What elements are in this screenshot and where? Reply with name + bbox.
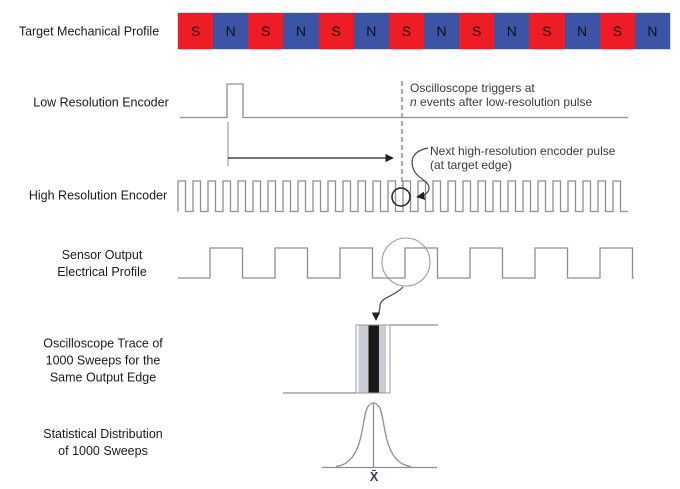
- target-profile-label: Target Mechanical Profile: [18, 24, 160, 39]
- trigger-annotation-line1: Oscilloscope triggers at: [410, 81, 535, 95]
- magnet-cell: N: [213, 13, 249, 49]
- high-res-label: High Resolution Encoder: [28, 188, 168, 203]
- magnet-cell: S: [318, 13, 354, 49]
- sensor-label-line2: Electrical Profile: [57, 265, 147, 279]
- magnet-cell: N: [564, 13, 600, 49]
- trigger-n-italic: n: [410, 95, 417, 109]
- magnet-strip: S N S N S N S N S N S N S N: [177, 12, 671, 50]
- edge-zoom-callout-curve: [371, 286, 404, 321]
- high-res-waveform: [177, 180, 628, 213]
- next-pulse-annotation: Next high-resolution encoder pulse (at t…: [430, 144, 615, 172]
- magnet-cell: N: [353, 13, 389, 49]
- next-pulse-callout-curve: [411, 147, 430, 200]
- mean-label: X̄: [369, 470, 379, 484]
- stat-label-line1: Statistical Distribution: [43, 427, 163, 441]
- magnet-cell: S: [388, 13, 424, 49]
- trigger-annotation-line2: n events after low-resolution pulse: [410, 95, 592, 109]
- sensor-label-line1: Sensor Output: [61, 248, 143, 262]
- magnet-cell: N: [634, 13, 670, 49]
- magnet-cell: S: [248, 13, 284, 49]
- sensor-waveform: [178, 247, 634, 279]
- magnet-cell: S: [599, 13, 635, 49]
- magnet-cell: S: [178, 13, 214, 49]
- next-pulse-line1: Next high-resolution encoder pulse: [430, 144, 616, 158]
- scope-sweep-band: [355, 324, 391, 394]
- scope-label-line3: Same Output Edge: [49, 370, 157, 385]
- sensor-output-label: Sensor Output Electrical Profile: [57, 247, 147, 281]
- target-edge-circle: [391, 187, 411, 207]
- low-res-label: Low Resolution Encoder: [33, 95, 169, 110]
- magnet-cell: N: [283, 13, 319, 49]
- trigger-line2-rest: events after low-resolution pulse: [416, 95, 593, 109]
- stat-label-line2: of 1000 Sweeps: [58, 444, 148, 458]
- scope-label-line2: 1000 Sweeps for the: [45, 353, 161, 368]
- magnet-cell: N: [494, 13, 530, 49]
- magnet-cell: S: [529, 13, 565, 49]
- next-pulse-line2: (at target edge): [430, 158, 513, 172]
- distribution-curve: [335, 402, 412, 468]
- magnet-cell: S: [459, 13, 495, 49]
- statistical-distribution-label: Statistical Distribution of 1000 Sweeps: [43, 426, 163, 460]
- scope-trace-label: Oscilloscope Trace of 1000 Sweeps for th…: [43, 336, 163, 387]
- magnet-cell: N: [423, 13, 460, 49]
- trigger-annotation: Oscilloscope triggers at n events after …: [410, 81, 592, 109]
- scope-label-line1: Oscilloscope Trace of: [43, 336, 163, 351]
- low-res-waveform: [180, 83, 628, 119]
- output-edge-circle: [381, 237, 431, 287]
